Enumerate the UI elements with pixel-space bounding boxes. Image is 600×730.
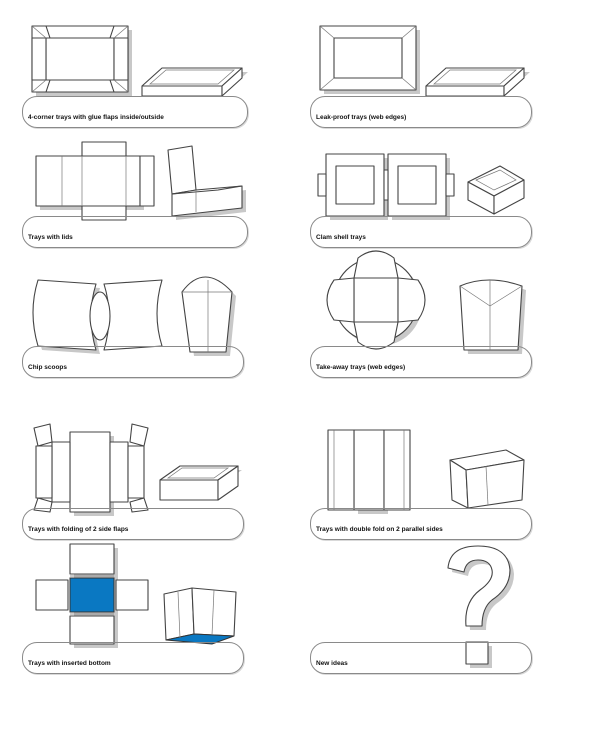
caption-inserted-bottom: Trays with inserted bottom — [28, 660, 111, 667]
inserted-bottom-panel — [69, 577, 115, 613]
question-mark-illustration — [447, 545, 514, 668]
caption-new-ideas: New ideas — [316, 660, 348, 667]
item-chip-scoops: Chip scoops — [22, 270, 244, 378]
take-away-tray-illustration — [326, 250, 526, 354]
item-inserted-bottom: Trays with inserted bottom — [22, 540, 244, 674]
caption-pill — [310, 642, 532, 674]
caption-clam-shell-trays: Clam shell trays — [316, 234, 366, 241]
item-leak-proof-trays: Leak-proof trays (web edges) — [310, 20, 532, 128]
caption-double-fold-parallel-sides: Trays with double fold on 2 parallel sid… — [316, 526, 443, 533]
question-mark-icon — [447, 545, 511, 627]
item-new-ideas: New ideas — [310, 545, 532, 674]
caption-pill — [22, 96, 248, 128]
caption-4-corner-trays: 4-corner trays with glue flaps inside/ou… — [28, 114, 164, 121]
caption-pill — [310, 346, 532, 378]
caption-leak-proof-trays: Leak-proof trays (web edges) — [316, 114, 407, 121]
item-4-corner-trays: 4-corner trays with glue flaps inside/ou… — [22, 20, 248, 128]
leak-proof-tray-illustration — [319, 25, 530, 97]
chip-scoop-illustration — [32, 276, 236, 356]
caption-chip-scoops: Chip scoops — [28, 364, 68, 371]
caption-take-away-trays: Take-away trays (web edges) — [316, 364, 406, 371]
inserted-bottom-illustration — [35, 543, 237, 648]
caption-pill — [22, 216, 248, 248]
caption-pill — [22, 508, 244, 540]
caption-trays-with-lids: Trays with lids — [28, 234, 73, 241]
double-fold-illustration — [327, 429, 525, 514]
tray-with-lid-illustration — [35, 141, 246, 221]
4-corner-tray-illustration — [31, 25, 248, 97]
item-take-away-trays: Take-away trays (web edges) — [310, 250, 532, 378]
caption-pill — [22, 642, 244, 674]
clam-shell-tray-illustration — [317, 153, 525, 220]
item-trays-with-lids: Trays with lids — [22, 138, 248, 248]
caption-pill — [310, 216, 532, 248]
item-folding-side-flaps: Trays with folding of 2 side flaps — [22, 420, 244, 540]
caption-folding-side-flaps: Trays with folding of 2 side flaps — [28, 526, 129, 533]
folding-side-flaps-illustration — [33, 423, 242, 516]
caption-pill — [310, 96, 532, 128]
item-double-fold-parallel-sides: Trays with double fold on 2 parallel sid… — [310, 420, 532, 540]
caption-pill — [310, 508, 532, 540]
caption-pill — [22, 346, 244, 378]
item-clam-shell-trays: Clam shell trays — [310, 146, 532, 248]
